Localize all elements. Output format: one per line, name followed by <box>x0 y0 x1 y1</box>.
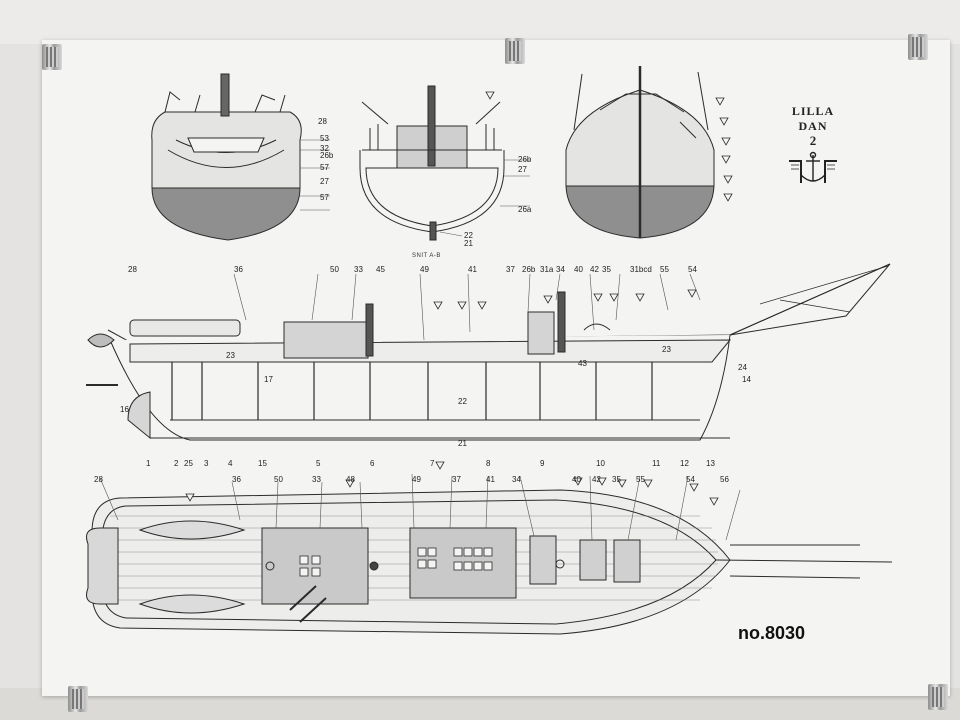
callout-number: 17 <box>264 375 273 384</box>
sheet-number: 2 <box>809 133 817 148</box>
section-label: SNIT A-B <box>412 253 441 259</box>
callout-number: 42 <box>590 265 599 274</box>
callout-number: 33 <box>354 265 363 274</box>
callout-number: 43 <box>578 359 587 368</box>
callout-number: 27 <box>320 177 329 186</box>
stern-view <box>151 73 302 241</box>
binder-clip <box>505 38 525 64</box>
callout-number: 6 <box>370 459 375 468</box>
callout-number: 21 <box>458 439 467 448</box>
callout-number: 35 <box>612 475 621 484</box>
callout-number: 37 <box>506 265 515 274</box>
callout-number: 16 <box>120 405 129 414</box>
callout-number: 41 <box>468 265 477 274</box>
callout-number: 27 <box>518 165 527 174</box>
callout-number: 9 <box>540 459 545 468</box>
callout-number: 13 <box>706 459 715 468</box>
callout-number: 11 <box>652 459 661 468</box>
callout-number: 23 <box>662 345 671 354</box>
callout-number: 2 <box>174 459 179 468</box>
callout-number: 49 <box>420 265 429 274</box>
callout-number: 28 <box>128 265 137 274</box>
callout-number: 8 <box>486 459 491 468</box>
model-number: no.8030 <box>738 623 806 643</box>
callout-number: 14 <box>742 375 751 384</box>
callout-number: 26b <box>518 155 532 164</box>
callout-number: 33 <box>312 475 321 484</box>
callout-number: 34 <box>556 265 565 274</box>
callout-number: 25 <box>184 459 193 468</box>
callout-number: 3 <box>204 459 209 468</box>
callout-number: 5 <box>316 459 321 468</box>
callout-number: 49 <box>412 475 421 484</box>
callout-number: 56 <box>720 475 729 484</box>
callout-number: 15 <box>258 459 267 468</box>
binder-clip <box>928 684 948 710</box>
callout-number: 24 <box>738 363 747 372</box>
anchor-emblem-icon <box>789 151 837 183</box>
callout-number: 50 <box>274 475 283 484</box>
callout-number: 40 <box>572 475 581 484</box>
callout-number: 23 <box>226 351 235 360</box>
callout-number: 48 <box>346 475 355 484</box>
callout-number: 31bcd <box>630 265 652 274</box>
callout-number: 36 <box>234 265 243 274</box>
callout-number: 1 <box>146 459 151 468</box>
callout-number: 28 <box>318 117 327 126</box>
title-block: LILLA DAN 2 <box>778 104 848 187</box>
bow-view <box>565 66 715 239</box>
callout-number: 4 <box>228 459 233 468</box>
callout-number: 37 <box>452 475 461 484</box>
callout-number: 22 <box>458 397 467 406</box>
callout-number: 40 <box>574 265 583 274</box>
callout-number: 7 <box>430 459 435 468</box>
wall-top <box>0 0 960 44</box>
callout-number: 36 <box>232 475 241 484</box>
callout-number: 26a <box>518 205 532 214</box>
callout-number: 26b <box>522 265 536 274</box>
midship-section <box>359 85 505 241</box>
binder-clip <box>42 44 62 70</box>
callout-number: 45 <box>376 265 385 274</box>
binder-clip <box>908 34 928 60</box>
callout-number: 21 <box>464 239 473 248</box>
callout-number: 32 <box>320 144 329 153</box>
callout-number: 50 <box>330 265 339 274</box>
callout-number: 12 <box>680 459 689 468</box>
callout-number: 34 <box>512 475 521 484</box>
deck-plan-view <box>86 489 893 635</box>
callout-number: 57 <box>320 163 329 172</box>
callout-number: 28 <box>94 475 103 484</box>
callout-number: 55 <box>660 265 669 274</box>
callout-number: 53 <box>320 134 329 143</box>
callout-number: 31a <box>540 265 554 274</box>
callout-number: 41 <box>486 475 495 484</box>
callout-number: 26b <box>320 151 334 160</box>
callout-number: 10 <box>596 459 605 468</box>
callout-number: 57 <box>320 193 329 202</box>
callout-number: 35 <box>602 265 611 274</box>
callout-number: 55 <box>636 475 645 484</box>
callout-number: 42 <box>592 475 601 484</box>
callout-number: 22 <box>464 231 473 240</box>
ship-name: LILLA DAN <box>791 104 835 133</box>
profile-view <box>86 263 891 441</box>
callout-number: 54 <box>688 265 697 274</box>
callout-number: 54 <box>686 475 695 484</box>
binder-clip <box>68 686 88 712</box>
